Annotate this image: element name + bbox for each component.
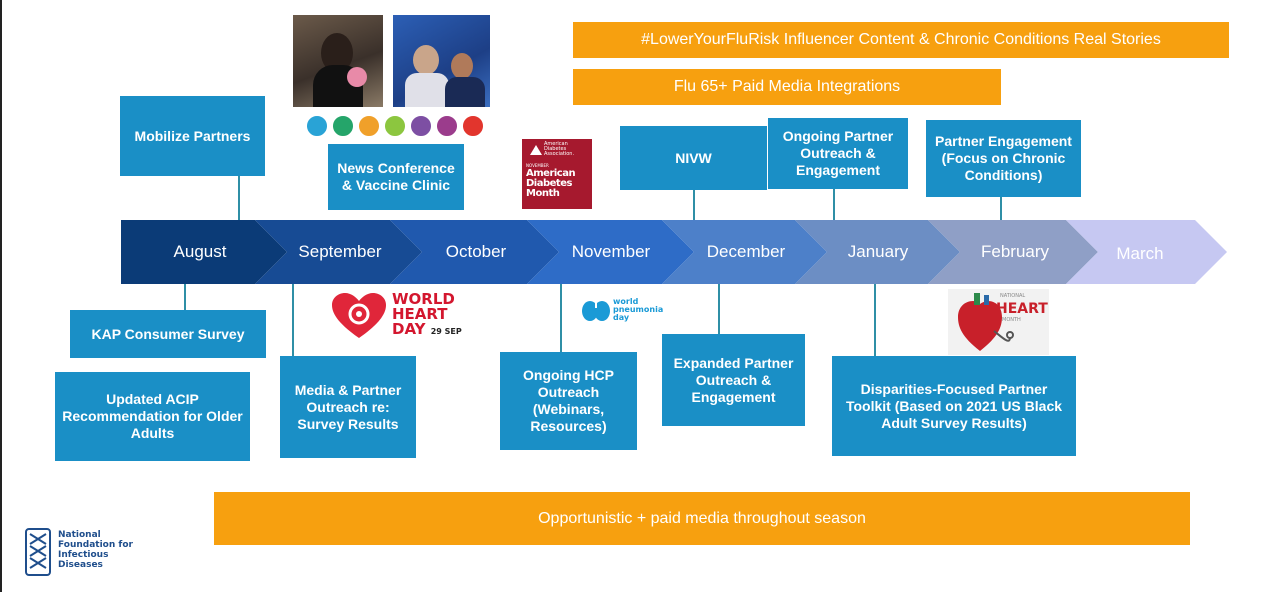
month-label: October (445, 242, 507, 261)
slide-left-border (0, 0, 2, 592)
kap-survey-box: KAP Consumer Survey (70, 310, 266, 358)
ada-triangle-icon (530, 145, 542, 155)
news-conference-box: News Conference & Vaccine Clinic (328, 144, 464, 210)
partner-engagement-box: Partner Engagement (Focus on Chronic Con… (926, 120, 1081, 197)
month-label: December (706, 242, 786, 261)
influencer-banner: #LowerYourFluRisk Influencer Content & C… (573, 22, 1229, 58)
connector-line (693, 190, 695, 220)
flu-badge-icon (305, 114, 329, 138)
expanded-partner-outreach-box: Expanded Partner Outreach & Engagement (662, 334, 805, 426)
lungs-icon (582, 300, 610, 321)
flu-badge-icon (461, 114, 485, 138)
vaccine-clinic-photo (393, 15, 490, 107)
hcp-outreach-box: Ongoing HCP Outreach (Webinars, Resource… (500, 352, 637, 450)
connector-line (833, 189, 835, 220)
flu-badge-icon (435, 114, 459, 138)
chevron-august (121, 220, 287, 284)
nivw-box: NIVW (620, 126, 767, 190)
disparities-toolkit-box: Disparities-Focused Partner Toolkit (Bas… (832, 356, 1076, 456)
chevron-december (662, 220, 827, 284)
connector-line (238, 176, 240, 220)
ongoing-partner-outreach-box: Ongoing Partner Outreach & Engagement (768, 118, 908, 189)
connector-line (874, 284, 876, 356)
dna-helix-icon (25, 528, 51, 576)
news-conference-photo (293, 15, 383, 107)
month-label: February (980, 242, 1050, 261)
mobilize-partners-box: Mobilize Partners (120, 96, 265, 176)
world-heart-day-logo: WORLD HEART DAY 29 SEP (330, 292, 465, 342)
world-pneumonia-day-logo: world pneumonia day (581, 297, 681, 325)
month-label: March (1116, 244, 1164, 263)
heart-stethoscope-icon (958, 293, 1014, 351)
nfid-logo: National Foundation for Infectious Disea… (24, 528, 144, 578)
connector-line (292, 284, 294, 356)
flu-badge-icon (331, 114, 355, 138)
paid-media-banner: Flu 65+ Paid Media Integrations (573, 69, 1001, 105)
chevron-march (1066, 220, 1227, 284)
connector-line (184, 284, 186, 310)
american-diabetes-month-logo: American Diabetes Association. NOVEMBER … (522, 139, 592, 209)
national-heart-month-logo: NATIONAL HEART MONTH (948, 289, 1049, 355)
month-label: November (571, 242, 651, 261)
chevron-october (390, 220, 559, 284)
media-partner-outreach-box: Media & Partner Outreach re: Survey Resu… (280, 356, 416, 458)
chevron-february (928, 220, 1098, 284)
acip-recommendation-box: Updated ACIP Recommendation for Older Ad… (55, 372, 250, 461)
heart-icon (332, 293, 386, 338)
chevron-september (255, 220, 422, 284)
chevron-november (527, 220, 694, 284)
flu-badge-icon (409, 114, 433, 138)
opportunistic-banner: Opportunistic + paid media throughout se… (214, 492, 1190, 545)
flu-badge-icon (383, 114, 407, 138)
connector-line (1000, 197, 1002, 220)
connector-line (560, 284, 562, 352)
month-label: January (847, 242, 909, 261)
flu-badge-icon (357, 114, 381, 138)
month-label: September (298, 242, 382, 261)
connector-line (718, 284, 720, 334)
chevron-january (795, 220, 960, 284)
month-label: August (173, 242, 227, 261)
